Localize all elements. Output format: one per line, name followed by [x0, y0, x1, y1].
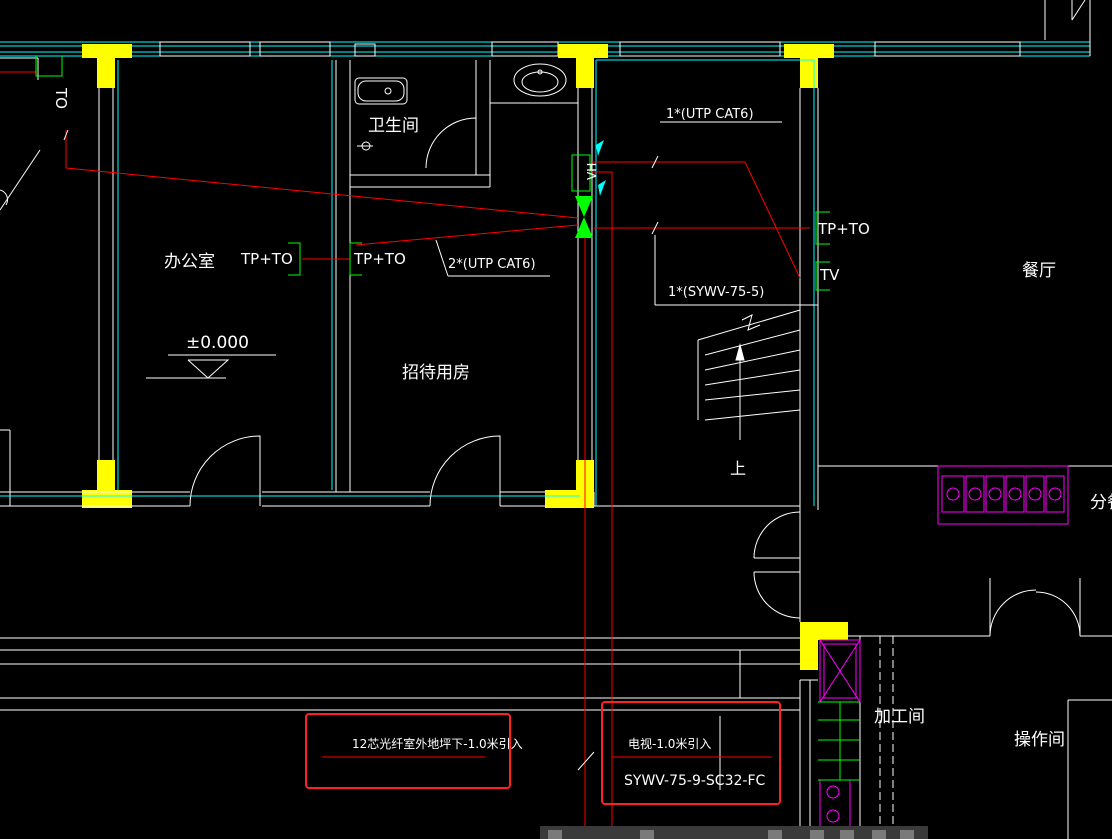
stair-up-label: 上	[730, 459, 746, 478]
room-processing: 加工间	[874, 707, 925, 727]
callout-labels: 12芯光纤室外地坪下-1.0米引入 电视-1.0米引入 SYWV-75-9-SC…	[352, 736, 765, 789]
label-utp-double: 2*(UTP CAT6)	[448, 257, 536, 272]
cable-routes	[0, 71, 810, 839]
callout-tv-title: 电视-1.0米引入	[628, 736, 711, 751]
label-tp-to-office: TP+TO	[240, 250, 293, 268]
kitchen-equipment	[819, 465, 1069, 831]
cyan-offset-lines	[0, 59, 815, 506]
structural-columns	[82, 44, 848, 670]
level-mark-text: ±0.000	[186, 333, 249, 353]
room-office: 办公室	[164, 252, 215, 272]
toolbar-button[interactable]	[640, 830, 654, 839]
top-right-window-frame	[1044, 0, 1091, 56]
highlight-boxes	[305, 701, 781, 805]
label-leaders	[0, 121, 818, 306]
device-labels: TO TP+TO TP+TO TP+TO TV VH	[52, 87, 870, 284]
bathroom-fixtures	[354, 43, 567, 151]
distribution-box	[575, 140, 606, 238]
label-syv-coax: 1*(SYWV-75-5)	[668, 285, 764, 300]
room-operation: 操作间	[1014, 730, 1065, 750]
label-tp-to-right: TP+TO	[817, 220, 870, 238]
toolbar-button[interactable]	[810, 830, 824, 839]
toolbar-button[interactable]	[548, 830, 562, 839]
cable-labels: 1*(UTP CAT6) 2*(UTP CAT6) 1*(SYWV-75-5)	[448, 107, 764, 300]
room-partial: 分餐	[1090, 493, 1112, 513]
level-mark-symbol	[146, 354, 276, 379]
cable-ticks	[63, 129, 659, 771]
room-dining: 餐厅	[1022, 261, 1056, 281]
doors	[189, 117, 1081, 637]
label-vh: VH	[585, 163, 599, 180]
label-tp-to-guest: TP+TO	[353, 250, 406, 268]
toolbar-button[interactable]	[872, 830, 886, 839]
toolbar-button[interactable]	[900, 830, 914, 839]
room-bathroom: 卫生间	[368, 116, 419, 136]
device-outlets	[35, 56, 830, 291]
label-to-left: TO	[52, 87, 70, 109]
label-tv-right: TV	[819, 266, 840, 284]
room-labels: 办公室 卫生间 招待用房 餐厅 加工间 操作间 分餐 上 ±0.000	[164, 116, 1112, 750]
callout-tv-spec: SYWV-75-9-SC32-FC	[624, 773, 765, 789]
top-exterior-wall	[0, 41, 1090, 57]
callout-fiber: 12芯光纤室外地坪下-1.0米引入	[352, 736, 523, 751]
site-lines	[0, 637, 800, 790]
toolbar-button[interactable]	[768, 830, 782, 839]
room-guest: 招待用房	[402, 363, 470, 383]
staircase	[697, 309, 801, 440]
label-utp-top: 1*(UTP CAT6)	[666, 107, 754, 122]
interior-walls	[0, 57, 1112, 839]
kitchen-grid	[818, 701, 860, 781]
toolbar-button[interactable]	[840, 830, 854, 839]
bottom-toolbar[interactable]	[540, 826, 928, 839]
